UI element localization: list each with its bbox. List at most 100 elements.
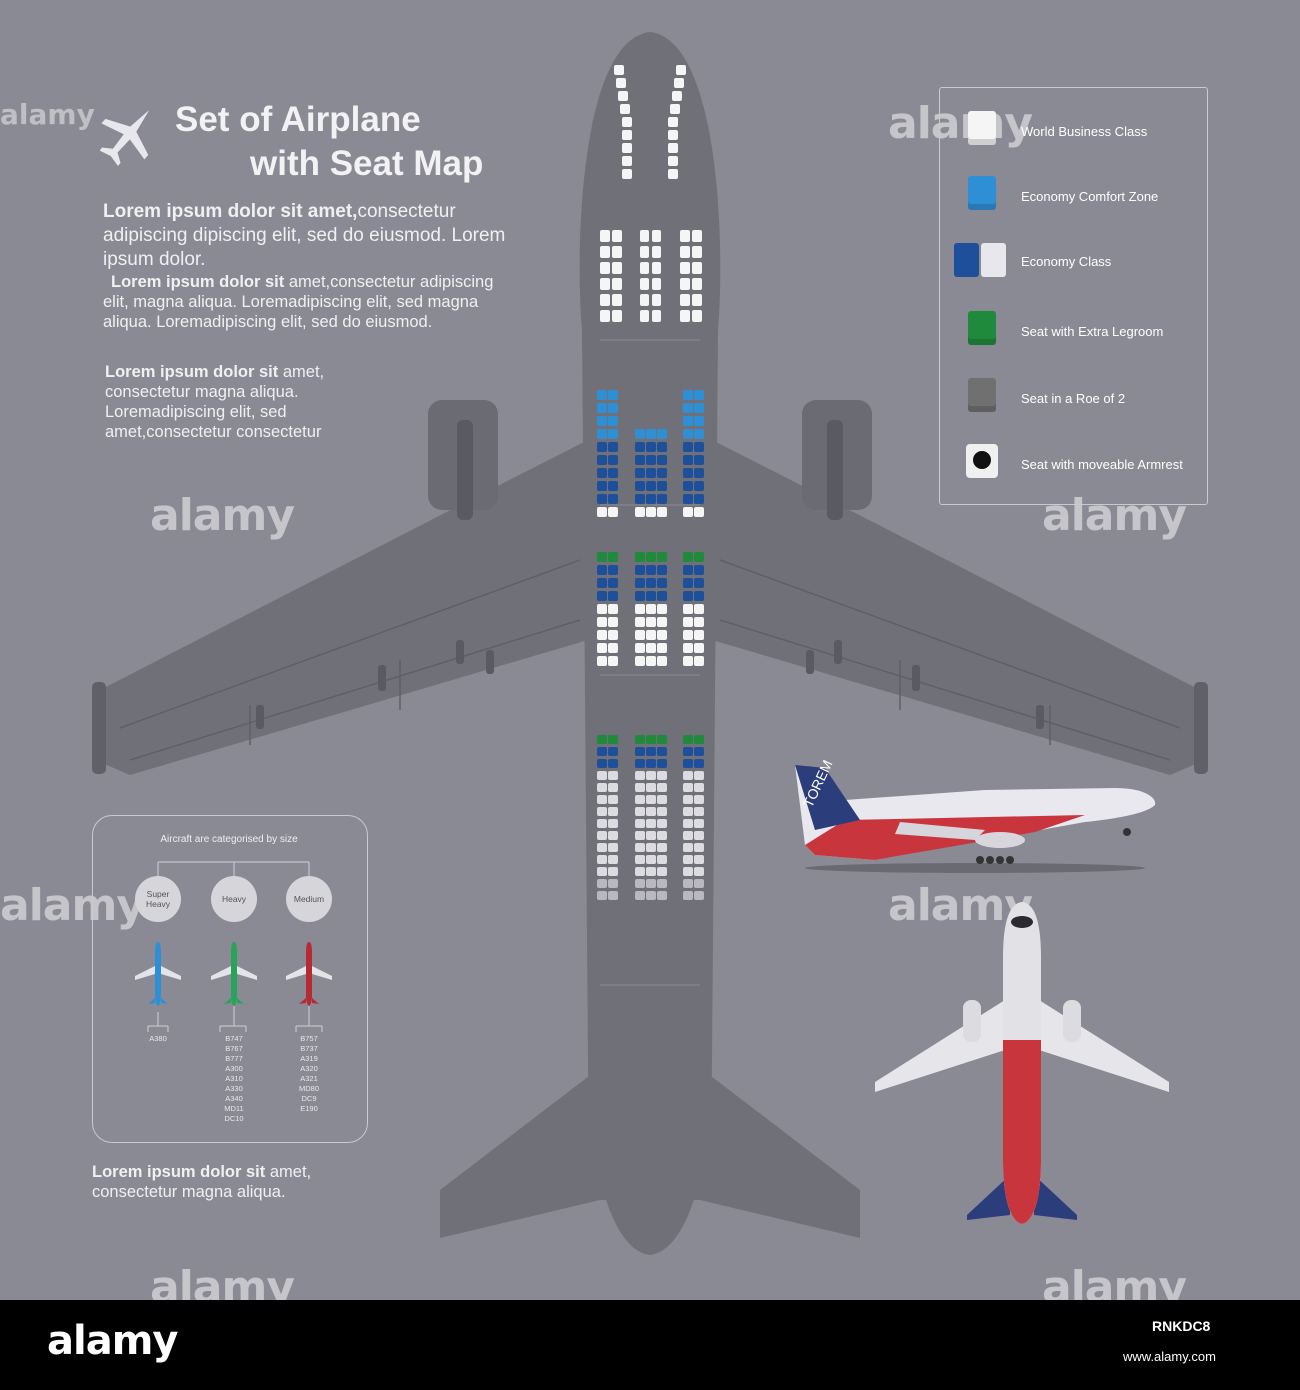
seat — [683, 494, 693, 504]
side-bold: Lorem ipsum dolor sit — [105, 363, 279, 381]
seat — [635, 630, 645, 640]
legend-swatch-4 — [968, 311, 996, 345]
seat — [657, 771, 667, 780]
seat — [608, 867, 618, 876]
seat — [600, 230, 610, 242]
seat — [600, 294, 610, 306]
seat — [683, 455, 693, 465]
seat — [640, 294, 649, 306]
seat — [608, 604, 618, 614]
model-label: B777 — [225, 1054, 243, 1063]
seat — [612, 294, 622, 306]
model-label: A321 — [300, 1074, 318, 1083]
seat — [657, 831, 667, 840]
seat — [614, 65, 624, 75]
footer-bar — [0, 1300, 1300, 1390]
model-label: B747 — [225, 1034, 243, 1043]
seat — [668, 156, 678, 166]
seat — [646, 442, 656, 452]
seat — [635, 819, 645, 828]
intro-paragraph: Lorem ipsum dolor sit amet,consectetur a… — [103, 200, 513, 272]
seat — [680, 246, 690, 258]
seat — [635, 891, 645, 900]
seat — [635, 831, 645, 840]
mini-airplane-icon — [284, 940, 334, 1010]
seat — [608, 390, 618, 400]
seat — [676, 65, 686, 75]
watermark: alamy — [0, 98, 95, 131]
seat — [597, 783, 607, 792]
seat — [646, 891, 656, 900]
seat — [597, 565, 607, 575]
seat — [652, 230, 661, 242]
seat — [657, 879, 667, 888]
detail-text: amet,consectetur adipiscing elit, magna … — [103, 273, 494, 331]
seat — [694, 442, 704, 452]
seat — [640, 246, 649, 258]
seat — [597, 819, 607, 828]
seat — [635, 735, 645, 744]
seat — [694, 390, 704, 400]
seat — [635, 783, 645, 792]
seat — [635, 578, 645, 588]
seat — [694, 455, 704, 465]
seat — [635, 429, 645, 439]
seat — [646, 855, 656, 864]
seat — [608, 855, 618, 864]
seat — [597, 656, 607, 666]
seat — [646, 507, 656, 517]
seat — [646, 565, 656, 575]
seat — [597, 867, 607, 876]
seat — [694, 416, 704, 426]
seat — [635, 455, 645, 465]
seat — [674, 78, 684, 88]
seat — [597, 643, 607, 653]
seat — [622, 169, 632, 179]
seat — [683, 565, 693, 575]
seat — [597, 455, 607, 465]
intro-text: consectetur adipiscing dipiscing elit, s… — [103, 201, 506, 270]
seat — [668, 117, 678, 127]
seat — [694, 403, 704, 413]
seat — [694, 481, 704, 491]
model-label: A320 — [300, 1064, 318, 1073]
seat — [608, 429, 618, 439]
model-label: A310 — [225, 1074, 243, 1083]
model-label: A319 — [300, 1054, 318, 1063]
seat — [608, 819, 618, 828]
seat — [668, 143, 678, 153]
footer-paragraph: Lorem ipsum dolor sit amet, consectetur … — [92, 1162, 352, 1202]
seat — [597, 891, 607, 900]
seat — [646, 771, 656, 780]
seat — [646, 591, 656, 601]
seat — [646, 617, 656, 627]
seat — [646, 494, 656, 504]
seat — [694, 879, 704, 888]
seat — [657, 843, 667, 852]
seat — [640, 278, 649, 290]
seat — [600, 278, 610, 290]
seat — [683, 591, 693, 601]
seat — [646, 747, 656, 756]
seat — [694, 759, 704, 768]
seat — [597, 403, 607, 413]
seat — [683, 747, 693, 756]
seat — [612, 262, 622, 274]
seat — [646, 807, 656, 816]
seat — [608, 795, 618, 804]
seat — [608, 879, 618, 888]
model-label: A300 — [225, 1064, 243, 1073]
seat — [635, 759, 645, 768]
seat — [694, 891, 704, 900]
size-category-2: Heavy — [211, 876, 257, 922]
seat — [597, 735, 607, 744]
seat — [635, 494, 645, 504]
seat — [608, 643, 618, 653]
seat — [683, 771, 693, 780]
seat — [608, 507, 618, 517]
seat — [694, 831, 704, 840]
seat — [694, 630, 704, 640]
seat — [597, 604, 607, 614]
seat — [683, 891, 693, 900]
seat — [683, 831, 693, 840]
